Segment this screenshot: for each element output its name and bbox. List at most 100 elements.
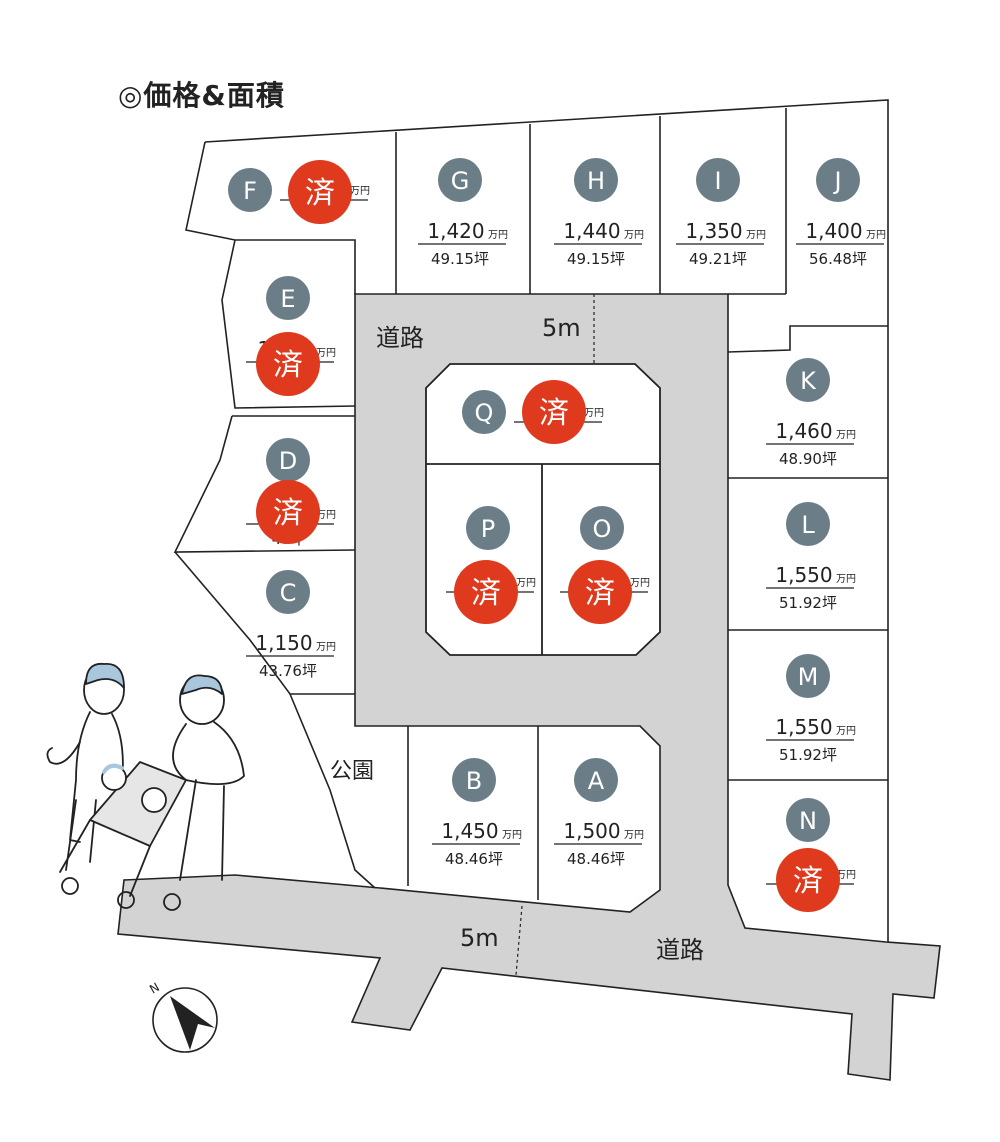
- lot-badge: [786, 502, 830, 546]
- lot-area: 51.92坪: [779, 746, 837, 764]
- lot-area: 48.46坪: [445, 850, 503, 868]
- lot-badge: [786, 654, 830, 698]
- lot-badge: [438, 158, 482, 202]
- lot-p[interactable]: P1,???万円4?坪済: [446, 506, 536, 624]
- lot-badge: [462, 390, 506, 434]
- lot-badge: [786, 358, 830, 402]
- lot-price: 1,460: [775, 419, 832, 443]
- park-label: 公園: [330, 759, 374, 784]
- lot-price-unit: 万円: [836, 574, 856, 585]
- lot-price-unit: 万円: [316, 642, 336, 653]
- lot-e[interactable]: E1,0??万円4?坪済: [246, 276, 336, 396]
- lot-price-unit: 万円: [836, 870, 856, 881]
- lot-id: E: [280, 285, 295, 313]
- lot-area: 48.90坪: [779, 450, 837, 468]
- lot-price-unit: 万円: [624, 830, 644, 841]
- lot-badge: [574, 758, 618, 802]
- lot-area: 56.48坪: [809, 250, 867, 268]
- lot-price-unit: 万円: [630, 578, 650, 589]
- lot-badge: [574, 158, 618, 202]
- lot-m[interactable]: M 1,550 万円 51.92坪: [766, 654, 856, 764]
- lot-price-unit: 万円: [502, 830, 522, 841]
- lot-b[interactable]: B 1,450 万円 48.46坪: [432, 758, 522, 868]
- lot-badge: [266, 438, 310, 482]
- compass-icon: N: [147, 980, 218, 1053]
- lot-o[interactable]: O1,???万円4?坪済: [560, 506, 650, 624]
- road-area: [117, 293, 941, 1081]
- lot-id: L: [801, 511, 815, 539]
- lot-area: 51.92坪: [779, 594, 837, 612]
- sold-badge: [256, 480, 320, 544]
- lot-price-unit: 万円: [836, 726, 856, 737]
- lot-area: 49.15坪: [431, 250, 489, 268]
- lot-price-unit: 万円: [316, 510, 336, 521]
- lot-badge: [816, 158, 860, 202]
- lot-id: F: [243, 177, 257, 205]
- sold-label: 済: [305, 176, 335, 211]
- sold-label: 済: [793, 864, 823, 899]
- road-width-top: 5m: [542, 314, 581, 342]
- lot-f[interactable]: F1,???万円5?坪済: [228, 160, 370, 224]
- lot-badge: [228, 168, 272, 212]
- lot-price-unit: 万円: [316, 348, 336, 359]
- lots-layer: F1,???万円5?坪済G1,420万円49.15坪H1,440万円49.15坪…: [228, 158, 886, 912]
- lot-id: A: [588, 767, 605, 795]
- lot-id: I: [714, 167, 721, 195]
- lot-id: C: [280, 579, 297, 607]
- sold-badge: [568, 560, 632, 624]
- lot-price-unit: 万円: [516, 578, 536, 589]
- road-label-top: 道路: [376, 324, 424, 352]
- lot-id: P: [481, 515, 495, 543]
- road-width-bottom: 5m: [460, 924, 499, 952]
- lot-area: 48.46坪: [567, 850, 625, 868]
- lot-badge: [466, 506, 510, 550]
- lot-area: 43.76坪: [259, 662, 317, 680]
- sold-label: 済: [273, 348, 303, 383]
- lot-d[interactable]: D1,???万円4?坪済: [246, 438, 336, 548]
- lot-price: 1,420: [427, 219, 484, 243]
- lot-id: G: [451, 167, 470, 195]
- lot-price: 1,150: [255, 631, 312, 655]
- lot-c[interactable]: C 1,150 万円 43.76坪: [246, 570, 336, 680]
- lot-badge: [452, 758, 496, 802]
- road-label-bottom: 道路: [656, 936, 704, 964]
- sold-label: 済: [585, 576, 615, 611]
- lot-price: 1,550: [775, 715, 832, 739]
- lot-id: M: [798, 663, 819, 691]
- lot-badge: [696, 158, 740, 202]
- lot-n[interactable]: N1,???万円4?坪済: [766, 798, 856, 912]
- lot-badge: [266, 570, 310, 614]
- lot-id: Q: [475, 399, 494, 427]
- lot-price: 1,440: [563, 219, 620, 243]
- lot-badge: [266, 276, 310, 320]
- sold-badge: [776, 848, 840, 912]
- sold-label: 済: [539, 396, 569, 431]
- lot-price-unit: 万円: [836, 430, 856, 441]
- lot-id: J: [832, 167, 841, 195]
- lot-price: 1,450: [441, 819, 498, 843]
- sold-badge: [522, 380, 586, 444]
- sold-badge: [454, 560, 518, 624]
- page-title: ◎価格&面積: [118, 79, 285, 112]
- sold-badge: [288, 160, 352, 224]
- lot-boundaries: [173, 99, 889, 942]
- lot-price-unit: 万円: [350, 186, 370, 197]
- lot-id: B: [466, 767, 482, 795]
- lot-price: 1,350: [685, 219, 742, 243]
- lot-id: O: [593, 515, 612, 543]
- sold-label: 済: [471, 576, 501, 611]
- family-illustration-icon: [46, 662, 245, 911]
- lot-q[interactable]: Q1,???万円済: [462, 380, 604, 444]
- compass-north-label: N: [147, 980, 162, 997]
- lot-price-unit: 万円: [746, 230, 766, 241]
- sold-label: 済: [273, 496, 303, 531]
- lot-id: H: [587, 167, 605, 195]
